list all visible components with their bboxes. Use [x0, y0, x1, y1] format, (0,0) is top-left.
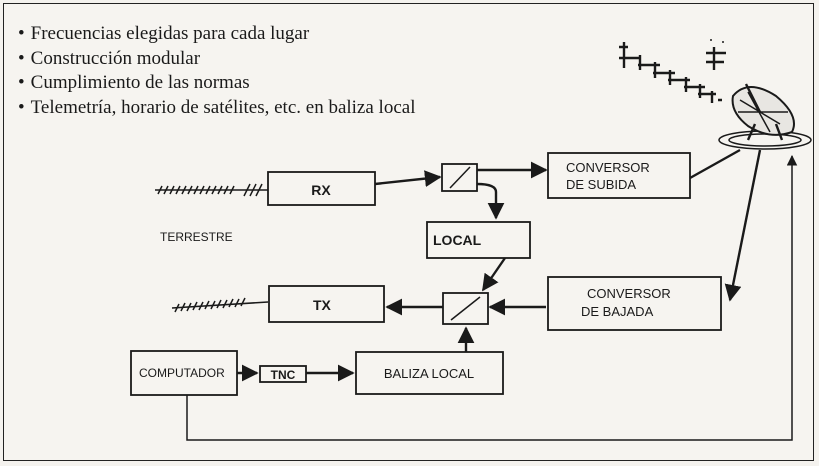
- bullet-item: Construcción modular: [18, 47, 415, 72]
- computador-block: [130, 350, 238, 396]
- conversor-bajada-label-1: CONVERSOR: [587, 286, 671, 301]
- rx-block: [267, 171, 376, 206]
- signal-paths: [186, 148, 798, 441]
- bullet-item: Frecuencias elegidas para cada lugar: [18, 22, 415, 47]
- bullet-item: Telemetría, horario de satélites, etc. e…: [18, 96, 416, 121]
- tnc-label: TNC: [271, 368, 296, 382]
- computador-label: COMPUTADOR: [139, 366, 225, 380]
- bullet-item: Cumplimiento de las normas: [18, 71, 415, 96]
- satellites-icon: [619, 39, 726, 103]
- conversor-bajada-block: [547, 276, 722, 331]
- local-label: LOCAL: [433, 232, 482, 248]
- conversor-subida-label-1: CONVERSOR: [566, 160, 650, 175]
- local-block: [426, 221, 531, 259]
- conversor-subida-block: [547, 152, 691, 199]
- conversor-bajada-label-2: DE BAJADA: [581, 304, 654, 319]
- satellite-dish-icon: [718, 83, 812, 150]
- terrestrial-antenna-tx: [171, 297, 269, 313]
- tx-block: [268, 285, 385, 323]
- terrestrial-antenna-rx: [155, 183, 268, 197]
- tx-label: TX: [313, 297, 332, 313]
- baliza-local-block: [355, 351, 504, 395]
- rx-label: RX: [311, 182, 331, 198]
- baliza-local-label: BALIZA LOCAL: [384, 366, 474, 381]
- feature-bullet-list: Frecuencias elegidas para cada lugar Con…: [18, 22, 416, 121]
- terrestre-label: TERRESTRE: [160, 230, 233, 244]
- conversor-subida-label-2: DE SUBIDA: [566, 177, 636, 192]
